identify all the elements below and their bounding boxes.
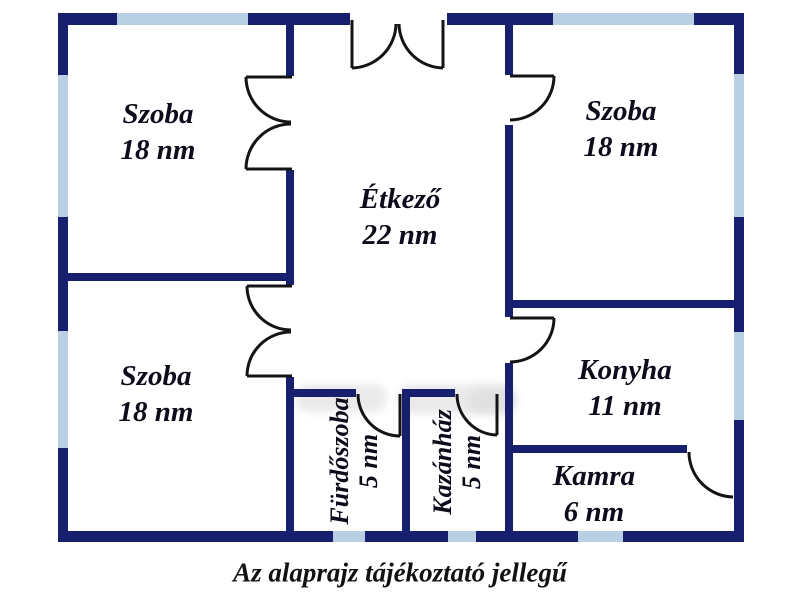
interior-wall-left-vertical-b — [286, 170, 294, 285]
room-name: Étkező — [359, 183, 441, 215]
szoba-top-left-door-arc-upper — [244, 76, 292, 124]
entrance-door-left-arc — [351, 23, 398, 70]
interior-wall-right-vertical-c — [505, 363, 513, 531]
room-label-kamra: Kamra 6 nm — [553, 458, 635, 530]
interior-wall-furdoszoba-kazanhaz — [402, 389, 410, 531]
window-right-lower — [734, 332, 744, 420]
room-label-szoba-top-left: Szoba 18 nm — [121, 96, 196, 168]
interior-wall-furdoszoba-top — [286, 389, 356, 397]
interior-wall-right-vertical-a — [505, 25, 513, 75]
interior-wall-left-vertical-a — [286, 25, 294, 76]
room-name: Kazánház — [428, 409, 457, 515]
kazanhaz-door-arc — [455, 393, 498, 437]
szoba-top-left-door-arc-lower — [244, 122, 292, 170]
room-name: Konyha — [578, 354, 672, 386]
room-label-kazanhaz: Kazánház 5 nm — [428, 409, 486, 515]
room-label-szoba-top-right: Szoba 18 nm — [584, 93, 659, 165]
szoba-top-right-door-arc — [509, 75, 556, 122]
room-name: Kamra — [552, 460, 636, 492]
room-name: Szoba — [120, 360, 192, 392]
watermark-blur — [295, 384, 387, 412]
room-area: 5 nm — [457, 434, 486, 490]
window-bottom-kazanhaz — [448, 531, 476, 542]
room-area: 5 nm — [354, 433, 383, 489]
interior-wall-kazanhaz-top — [410, 389, 455, 397]
room-area: 18 nm — [120, 134, 196, 166]
exterior-wall-right — [734, 13, 744, 542]
window-top-left — [117, 13, 248, 25]
room-label-etkezo: Étkező 22 nm — [360, 181, 441, 253]
room-name: Fürdőszoba — [325, 397, 354, 525]
interior-wall-right-vertical-b — [505, 125, 513, 317]
entrance-door-right-arc — [397, 23, 444, 70]
room-name: Szoba — [122, 98, 194, 130]
interior-wall-konyha-kamra — [513, 445, 687, 453]
szoba-bottom-left-door-arc-lower — [245, 330, 292, 377]
room-area: 18 nm — [583, 131, 659, 163]
interior-wall-szoba-konyha — [513, 300, 734, 308]
window-right-upper — [734, 74, 744, 217]
room-area: 18 nm — [118, 396, 194, 428]
szoba-bottom-left-door-arc-upper — [245, 285, 292, 332]
furdoszoba-door-arc — [356, 393, 401, 438]
window-left-upper — [58, 75, 68, 217]
kamra-door-arc — [687, 451, 734, 499]
konyha-door-arc — [509, 317, 556, 364]
interior-wall-szoba-divider — [68, 273, 294, 281]
room-label-furdoszoba: Fürdőszoba 5 nm — [325, 397, 383, 524]
window-bottom-kamra — [578, 531, 623, 542]
room-label-konyha: Konyha 11 nm — [578, 352, 671, 424]
room-area: 6 nm — [563, 496, 625, 528]
window-bottom-furdoszoba — [333, 531, 365, 542]
room-name: Szoba — [585, 95, 657, 127]
room-area: 22 nm — [362, 219, 438, 251]
exterior-wall-bottom — [58, 531, 744, 542]
exterior-wall-left — [58, 13, 68, 542]
interior-wall-left-vertical-c — [286, 377, 294, 531]
room-area: 11 nm — [588, 390, 662, 422]
room-label-szoba-bottom-left: Szoba 18 nm — [119, 358, 194, 430]
floorplan-disclaimer-caption: Az alaprajz tájékoztató jellegű — [233, 557, 567, 588]
window-left-lower — [58, 331, 68, 448]
window-top-right — [553, 13, 694, 25]
